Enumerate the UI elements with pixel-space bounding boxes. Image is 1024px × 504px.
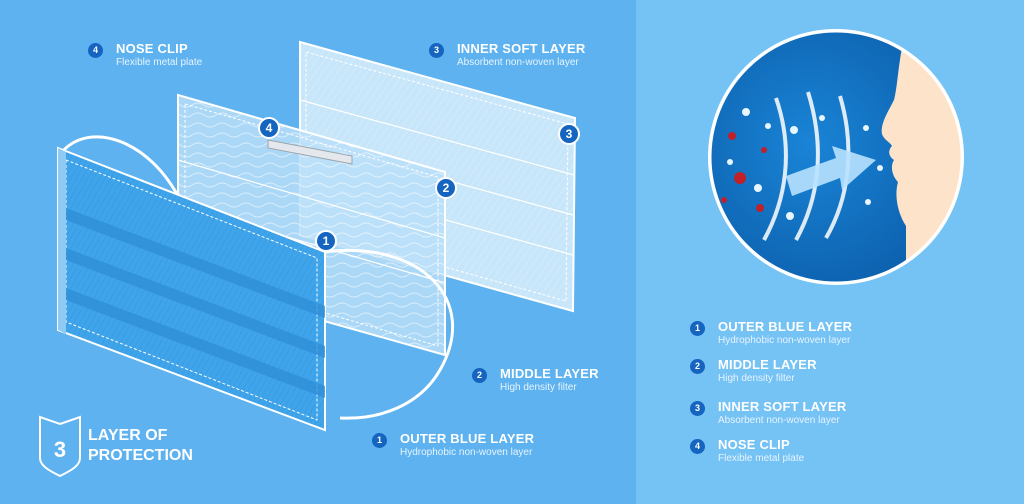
legend-title: OUTER BLUE LAYER bbox=[718, 319, 853, 334]
particles-icon bbox=[721, 108, 883, 220]
outer-blue-layer bbox=[57, 135, 454, 432]
callout-badge: 2 bbox=[472, 368, 487, 383]
legend-badge: 2 bbox=[690, 359, 705, 374]
marker-2: 2 bbox=[435, 177, 457, 199]
callout-badge: 1 bbox=[372, 433, 387, 448]
mask-layers-panel: 3 1 2 3 4 LAYER OF PROTECTION 4 NOSE CLI… bbox=[39, 40, 599, 478]
legend-desc: Absorbent non-woven layer bbox=[718, 415, 840, 426]
legend-desc: Flexible metal plate bbox=[718, 453, 805, 464]
legend-badge: 4 bbox=[690, 439, 705, 454]
shield-icon bbox=[39, 415, 81, 478]
breathing-illustration bbox=[708, 29, 964, 285]
marker-3: 3 bbox=[558, 123, 580, 145]
callout-title: NOSE CLIP bbox=[116, 41, 188, 56]
callout-desc: Flexible metal plate bbox=[116, 57, 203, 68]
marker-1: 1 bbox=[315, 230, 337, 252]
filter-layer-1 bbox=[762, 97, 788, 241]
mask-layers-illustration: 3 bbox=[39, 40, 577, 478]
breathing-panel: 1 OUTER BLUE LAYER Hydrophobic non-woven… bbox=[636, 0, 1024, 504]
protection-title: LAYER OF PROTECTION bbox=[88, 427, 193, 464]
callout-title: OUTER BLUE LAYER bbox=[400, 431, 535, 446]
callout-desc: High density filter bbox=[500, 382, 577, 393]
protection-number: 3 bbox=[54, 437, 66, 462]
legend-title: NOSE CLIP bbox=[718, 437, 790, 452]
callout-desc: Absorbent non-woven layer bbox=[457, 57, 579, 68]
legend-badge: 3 bbox=[690, 401, 705, 416]
callout-badge: 3 bbox=[429, 43, 444, 58]
legend-desc: High density filter bbox=[718, 373, 795, 384]
legend-title: INNER SOFT LAYER bbox=[718, 399, 847, 414]
airflow-arrow-icon bbox=[786, 146, 876, 196]
legend-badge: 1 bbox=[690, 321, 705, 336]
nose-clip bbox=[267, 139, 353, 165]
callout-title: INNER SOFT LAYER bbox=[457, 41, 586, 56]
legend-desc: Hydrophobic non-woven layer bbox=[718, 335, 851, 346]
callout-badge: 4 bbox=[88, 43, 103, 58]
callout-title: MIDDLE LAYER bbox=[500, 366, 599, 381]
marker-4: 4 bbox=[258, 117, 280, 139]
callout-desc: Hydrophobic non-woven layer bbox=[400, 447, 533, 458]
legend-title: MIDDLE LAYER bbox=[718, 357, 817, 372]
